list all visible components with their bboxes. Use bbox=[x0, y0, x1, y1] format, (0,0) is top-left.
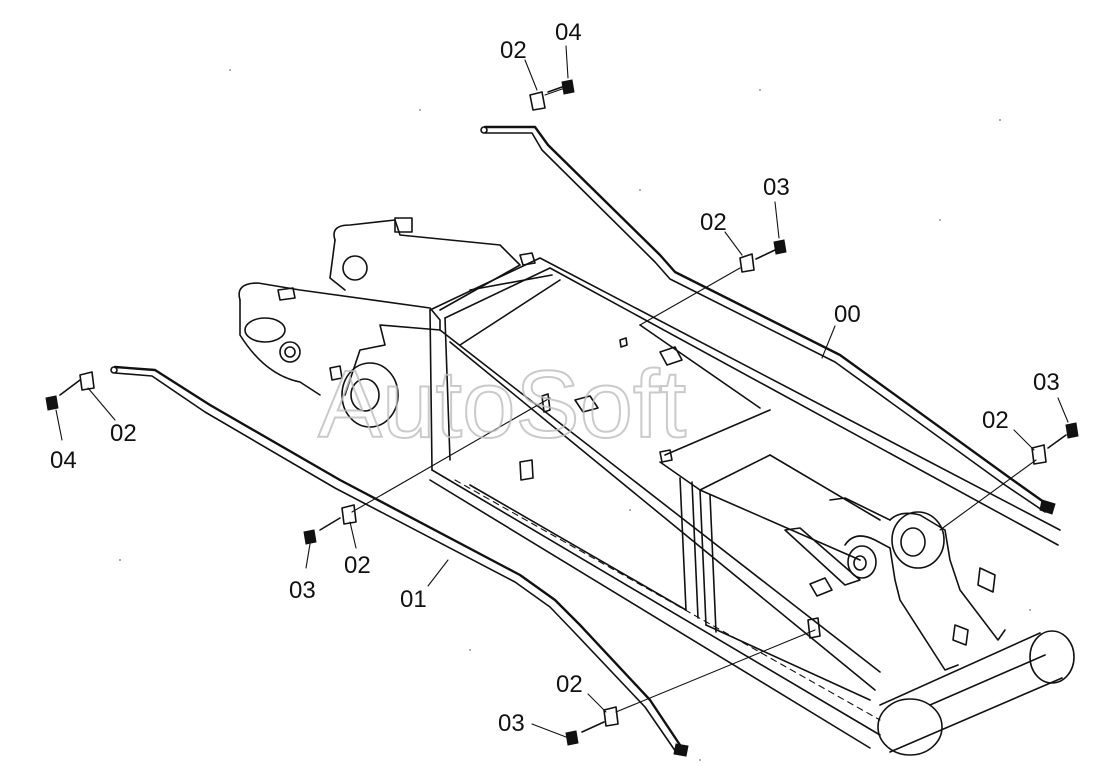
callout-04-left: 04 bbox=[50, 447, 77, 474]
callout-03-bottom: 03 bbox=[498, 710, 525, 737]
scan-noise bbox=[119, 69, 1031, 761]
callout-02-right: 02 bbox=[982, 407, 1009, 434]
pipe-01 bbox=[110, 365, 689, 757]
pipe-00 bbox=[480, 125, 1056, 515]
boom-body bbox=[429, 257, 1061, 749]
boom-foot-bracket bbox=[238, 217, 536, 428]
callout-03-upper-mid: 03 bbox=[763, 174, 790, 201]
clamp-assembly-bottom bbox=[531, 629, 816, 746]
watermark: AutoSoft bbox=[318, 351, 686, 458]
callout-labels: 02 04 02 03 00 03 02 04 02 03 02 01 02 0… bbox=[50, 19, 1060, 737]
leader-01 bbox=[427, 559, 449, 587]
clamp-assembly-lower-left bbox=[303, 397, 551, 569]
clamp-assembly-upper-mid bbox=[639, 201, 787, 326]
callout-04-top: 04 bbox=[555, 19, 582, 46]
callout-00: 00 bbox=[834, 301, 861, 328]
callout-02-top: 02 bbox=[500, 37, 527, 64]
clamp-assembly-left bbox=[45, 371, 116, 441]
boom-clamps bbox=[519, 337, 833, 639]
callout-03-low-left: 03 bbox=[289, 577, 316, 604]
clamp-assembly-top bbox=[524, 45, 575, 111]
clamp-assembly-right bbox=[939, 397, 1079, 531]
callout-02-bottom: 02 bbox=[556, 671, 583, 698]
callout-02-low-left: 02 bbox=[344, 552, 371, 579]
boom-arm-bracket bbox=[784, 497, 1075, 756]
callout-02-upper-mid: 02 bbox=[700, 209, 727, 236]
callout-01: 01 bbox=[400, 586, 427, 613]
callout-03-right: 03 bbox=[1033, 369, 1060, 396]
callout-02-left: 02 bbox=[110, 420, 137, 447]
leader-00 bbox=[821, 325, 836, 359]
